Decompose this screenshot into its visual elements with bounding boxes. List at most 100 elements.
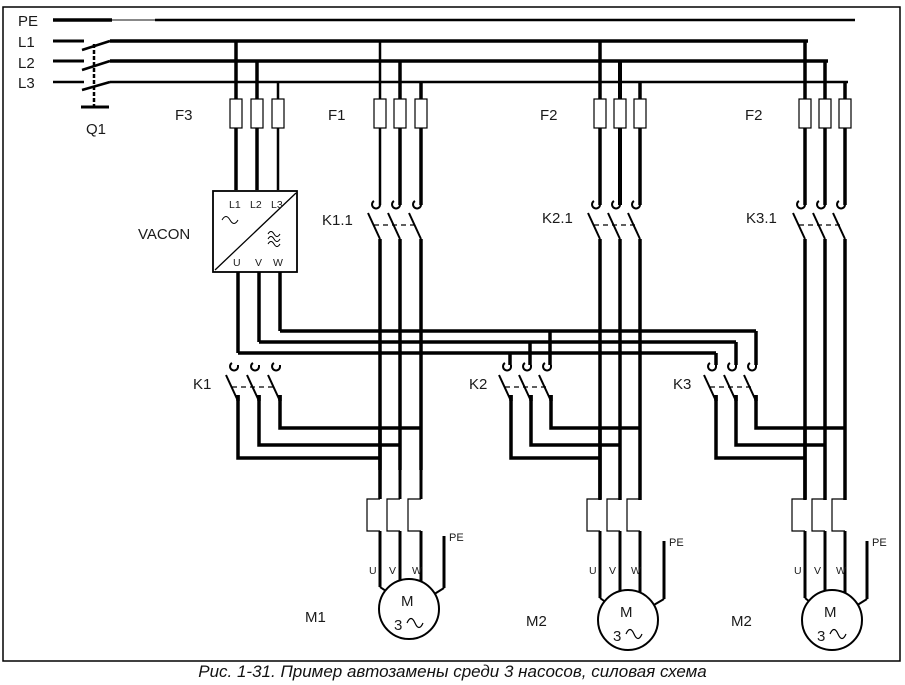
converter-output-v: V: [255, 257, 262, 269]
fuse-label-f2-pump3: F2: [745, 107, 763, 124]
ac-symbol-icon: [625, 628, 643, 640]
contact-hook-icon: [796, 200, 806, 210]
fuse-label-f1: F1: [328, 107, 346, 124]
ac-symbol-icon: [406, 617, 424, 629]
motor-symbol: [801, 589, 863, 651]
fuse: [229, 98, 243, 129]
thermal-relay: [606, 498, 620, 532]
contact-blade: [267, 374, 281, 402]
phase-buses: [110, 39, 848, 84]
thermal-relay: [791, 498, 805, 532]
motor-terminal-label: U: [369, 565, 377, 577]
motor-terminal-label: V: [389, 565, 396, 577]
fuse: [373, 98, 387, 129]
contact-blade: [538, 374, 552, 402]
motor-terminal-label: V: [814, 565, 821, 577]
ac-symbol-icon: [829, 628, 847, 640]
thermal-relay: [407, 498, 421, 532]
converter-input-l1: L1: [229, 199, 241, 211]
contactor-label-k2: K2: [469, 376, 487, 393]
main-switch-q1: [53, 39, 111, 109]
contactor-k3-1: [792, 200, 847, 500]
fuse: [393, 98, 407, 129]
fuse: [633, 98, 647, 129]
contact-blade: [607, 212, 621, 240]
motor-terminal-label: U: [794, 565, 802, 577]
thermal-relay: [811, 498, 825, 532]
figure-caption: Рис. 1-31. Пример автозамены среди 3 нас…: [198, 662, 707, 681]
converter-label: VACON: [138, 226, 190, 243]
motor-terminal-label: W: [412, 565, 422, 577]
contact-blade: [518, 374, 532, 402]
contact-hook-icon: [816, 200, 826, 210]
contact-hook-icon: [727, 362, 737, 372]
contact-hook-icon: [611, 200, 621, 210]
fuse-groups: [229, 98, 852, 129]
motor-phase-count: 3: [394, 617, 402, 634]
contact-blade: [367, 212, 381, 240]
vfd-contactor-outputs: [236, 395, 845, 460]
fuse-label-f2-pump2: F2: [540, 107, 558, 124]
fuse: [838, 98, 852, 129]
diagram-frame: [2, 6, 901, 662]
motor-pe-label: PE: [669, 537, 684, 549]
ac-input-symbol-icon: [221, 216, 239, 224]
motor-terminal-label: V: [609, 565, 616, 577]
motor-symbol: [597, 589, 659, 651]
fuse: [271, 98, 285, 129]
contact-hook-icon: [631, 200, 641, 210]
motor-symbol-m: M: [620, 604, 633, 621]
ac-output-symbol-icon: [267, 231, 281, 247]
frequency-converter-vacon: L1 L2 L3 U V W: [212, 190, 298, 273]
bus-label-l1: L1: [18, 34, 35, 51]
converter-output-u: U: [233, 257, 241, 269]
motor-label-m2: M2: [526, 613, 547, 630]
fuse-label-f3: F3: [175, 107, 193, 124]
contact-hook-icon: [542, 362, 552, 372]
contact-blade: [387, 212, 401, 240]
bus-label-pe: PE: [18, 13, 38, 30]
contact-hook-icon: [707, 362, 717, 372]
contactor-label-k2-1: K2.1: [542, 210, 573, 227]
fuse: [593, 98, 607, 129]
motor-terminal-label: U: [589, 565, 597, 577]
contactor-k2-1: [587, 200, 642, 500]
motor-pe-label: PE: [449, 532, 464, 544]
fuse: [250, 98, 264, 129]
contact-hook-icon: [271, 362, 281, 372]
converter-input-l2: L2: [250, 199, 262, 211]
contact-hook-icon: [747, 362, 757, 372]
contact-hook-icon: [391, 200, 401, 210]
contact-hook-icon: [250, 362, 260, 372]
motor-symbol-m: M: [824, 604, 837, 621]
fuse: [414, 98, 428, 129]
vfd-distribution-buses: [238, 329, 758, 365]
fuse: [798, 98, 812, 129]
motor-pe-label: PE: [872, 537, 887, 549]
motor-symbol-m: M: [401, 593, 414, 610]
fuse: [613, 98, 627, 129]
contact-hook-icon: [522, 362, 532, 372]
converter-input-l3: L3: [271, 199, 283, 211]
contact-blade: [246, 374, 260, 402]
contactor-label-k3-1: K3.1: [746, 210, 777, 227]
contact-blade: [792, 212, 806, 240]
thermal-relay: [626, 498, 640, 532]
converter-output-w: W: [273, 257, 283, 269]
contact-hook-icon: [836, 200, 846, 210]
contact-blade: [812, 212, 826, 240]
contact-hook-icon: [371, 200, 381, 210]
contactor-k2: [498, 362, 553, 402]
contact-hook-icon: [229, 362, 239, 372]
contact-blade: [703, 374, 717, 402]
thermal-relay: [586, 498, 600, 532]
contact-hook-icon: [412, 200, 422, 210]
fuse: [818, 98, 832, 129]
motor-terminal-label: W: [836, 565, 846, 577]
contact-hook-icon: [591, 200, 601, 210]
